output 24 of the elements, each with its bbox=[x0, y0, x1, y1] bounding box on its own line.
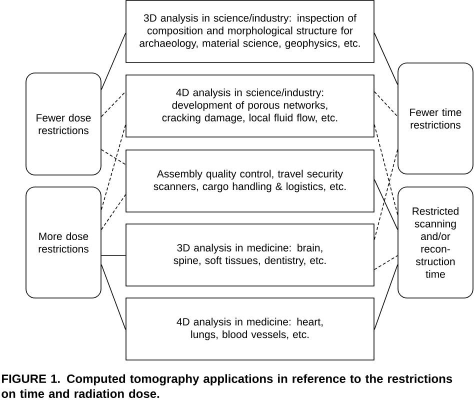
connector-line bbox=[374, 179, 398, 230]
connector-line bbox=[374, 264, 398, 330]
rounded-box: Restricted scanning and/or recon-struction time bbox=[398, 186, 474, 298]
text-box: 4D analysis in science/industry: development of porous networks, cracking damage, local fluid flow, etc. bbox=[126, 74, 374, 138]
connector-line bbox=[374, 32, 398, 85]
connector-line bbox=[101, 32, 126, 90]
text-box: 3D analysis in science/industry: inspection of composition and morphological structure for archaeology, material science, geophysics, etc. bbox=[126, 0, 374, 63]
connector-line bbox=[101, 194, 126, 230]
caption: FIGURE 1. Computed tomography applications in reference to the restrictions on time and radiation dose. bbox=[2, 374, 452, 398]
connector-line bbox=[101, 255, 126, 256]
rounded-box: More dose restrictions bbox=[26, 186, 102, 298]
text-box: 3D analysis in medicine: brain, spine, soft tissues, dentistry, etc. bbox=[126, 224, 374, 286]
connector-line bbox=[374, 124, 398, 215]
connector-line bbox=[101, 149, 126, 165]
connector-line bbox=[101, 91, 126, 117]
text-box: 4D analysis in medicine: heart, lungs, blood vessels, etc. bbox=[126, 298, 374, 360]
rounded-box: Fewer dose restrictions bbox=[26, 72, 102, 176]
rounded-box: Fewer time restrictions bbox=[398, 62, 474, 174]
connector-line bbox=[101, 264, 126, 330]
connector-line bbox=[374, 91, 398, 117]
connector-line bbox=[374, 255, 398, 270]
connector-line bbox=[374, 149, 398, 240]
text-box: Assembly quality control, travel security scanners, cargo handling & logistics, etc. bbox=[126, 150, 374, 212]
connector-line bbox=[101, 124, 126, 210]
